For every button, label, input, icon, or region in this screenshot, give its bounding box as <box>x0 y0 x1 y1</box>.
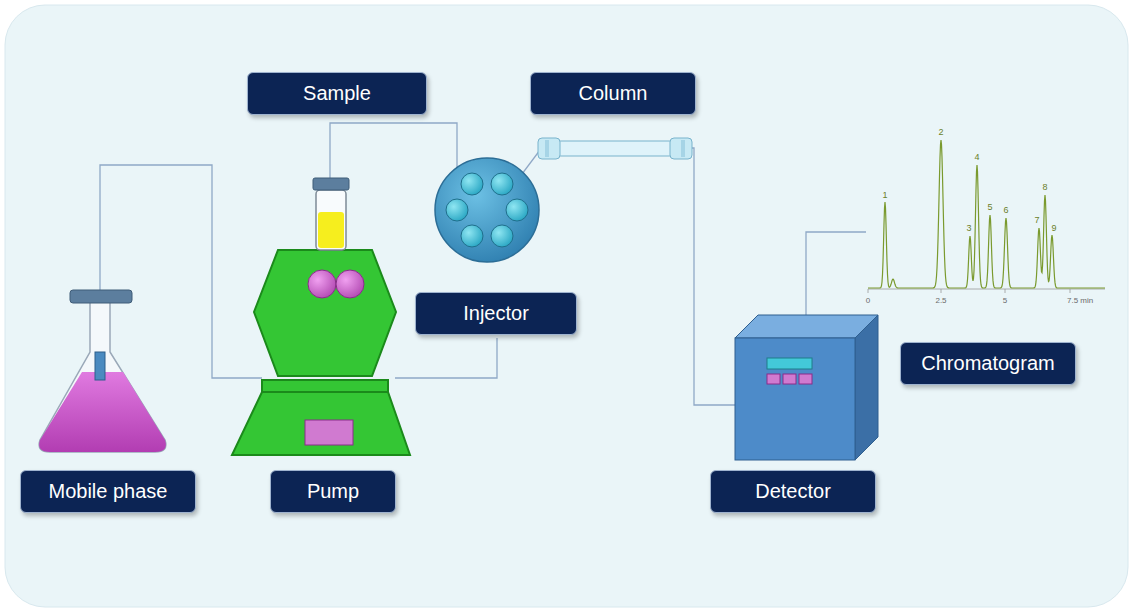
peak-number: 7 <box>1034 216 1039 225</box>
peak-number: 3 <box>966 224 971 233</box>
component-name: Mobile phase <box>49 480 168 502</box>
peak-number: 8 <box>1042 183 1047 192</box>
axis-tick-label: 2.5 <box>935 297 946 305</box>
label-box: Injector <box>415 292 577 335</box>
peak-number: 1 <box>882 191 887 200</box>
sample-vial <box>313 178 349 250</box>
component-name: Injector <box>463 302 529 324</box>
valve-port <box>506 199 528 221</box>
peak-number: 9 <box>1051 224 1056 233</box>
peak-number: 4 <box>974 153 979 162</box>
peak-number: 5 <box>987 203 992 212</box>
component-name: Pump <box>307 480 359 502</box>
component-name: Column <box>579 82 648 104</box>
valve-port <box>461 173 483 195</box>
chromatogram-trace <box>868 140 1105 288</box>
valve-port <box>446 199 468 221</box>
injector-valve <box>435 158 539 262</box>
axis-tick-label: 0 <box>866 297 870 305</box>
mobile-phase-flask <box>39 290 166 452</box>
label-box: Mobile phase <box>20 470 196 513</box>
detector-box <box>735 315 878 460</box>
peak-number: 6 <box>1003 206 1008 215</box>
label-box: Pump <box>270 470 396 513</box>
valve-port <box>491 173 513 195</box>
chromatogram-axis <box>868 289 1105 293</box>
valve-port <box>461 225 483 247</box>
label-box: Detector <box>710 470 876 513</box>
axis-tick-label: 7.5 min <box>1067 297 1093 305</box>
peak-number: 2 <box>938 128 943 137</box>
component-name: Detector <box>755 480 831 502</box>
component-name: Chromatogram <box>921 352 1054 374</box>
component-name: Sample <box>303 82 371 104</box>
axis-tick-label: 5 <box>1003 297 1007 305</box>
label-box: Sample <box>247 72 427 115</box>
pump <box>232 250 410 455</box>
background-panel <box>5 5 1128 607</box>
column <box>538 138 692 159</box>
label-box: Column <box>530 72 696 115</box>
label-box: Chromatogram <box>900 342 1076 385</box>
valve-port <box>491 225 513 247</box>
